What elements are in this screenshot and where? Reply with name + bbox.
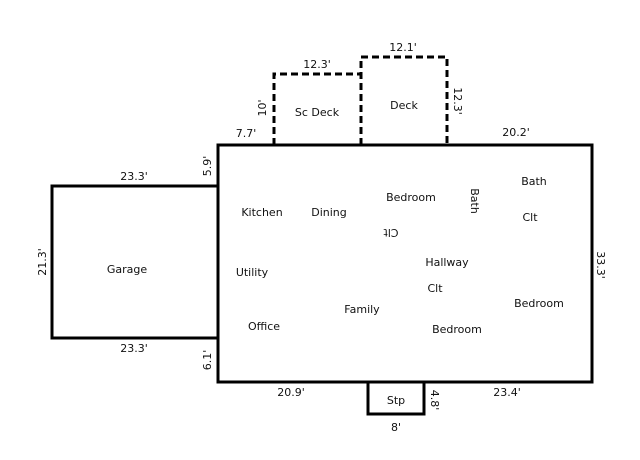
dim-house-right-top: 20.2' — [502, 126, 530, 139]
room-label-bedroom-2: Bedroom — [514, 297, 564, 310]
sc-deck-outline — [272, 72, 361, 145]
room-label-sc-deck: Sc Deck — [295, 106, 340, 119]
dim-bottom-left: 20.9' — [277, 386, 305, 399]
dim-house-depth: 33.3' — [594, 251, 607, 279]
dim-stp-depth: 4.8' — [428, 390, 441, 411]
dim-deck-depth: 12.3' — [451, 87, 464, 115]
room-label-hallway: Hallway — [425, 256, 469, 269]
garage-outline — [50, 184, 220, 340]
room-label-clt-hall: Clt — [427, 282, 443, 295]
deck-outline — [359, 55, 449, 145]
room-label-office: Office — [248, 320, 280, 333]
room-label-clt-right: Clt — [522, 211, 538, 224]
room-label-bedroom-1: Bedroom — [386, 191, 436, 204]
dim-stp-width: 8' — [391, 421, 401, 434]
room-label-bath: Bath — [521, 175, 547, 188]
room-label-utility: Utility — [236, 266, 269, 279]
room-label-family: Family — [344, 303, 380, 316]
dim-garage-top: 23.3' — [120, 170, 148, 183]
room-label-deck: Deck — [390, 99, 418, 112]
room-label-clt-inverted: Clt — [383, 226, 399, 239]
room-label-bedroom-3: Bedroom — [432, 323, 482, 336]
room-label-bath-vertical: Bath — [468, 188, 481, 214]
room-label-kitchen: Kitchen — [241, 206, 282, 219]
stoop-outline — [366, 380, 426, 416]
dim-garage-bottom: 23.3' — [120, 342, 148, 355]
dim-garage-depth: 21.3' — [36, 248, 49, 276]
room-label-garage: Garage — [107, 263, 148, 276]
dim-sc-deck-depth: 10' — [256, 99, 269, 116]
dim-upper-jog: 5.9' — [201, 156, 214, 177]
room-label-stp: Stp — [387, 394, 405, 407]
dim-deck-width: 12.1' — [389, 41, 417, 54]
dim-lower-jog: 6.1' — [201, 350, 214, 371]
dim-house-left-top: 7.7' — [236, 127, 257, 140]
room-label-dining: Dining — [311, 206, 347, 219]
dim-sc-deck-width: 12.3' — [303, 58, 331, 71]
dim-bottom-right: 23.4' — [493, 386, 521, 399]
